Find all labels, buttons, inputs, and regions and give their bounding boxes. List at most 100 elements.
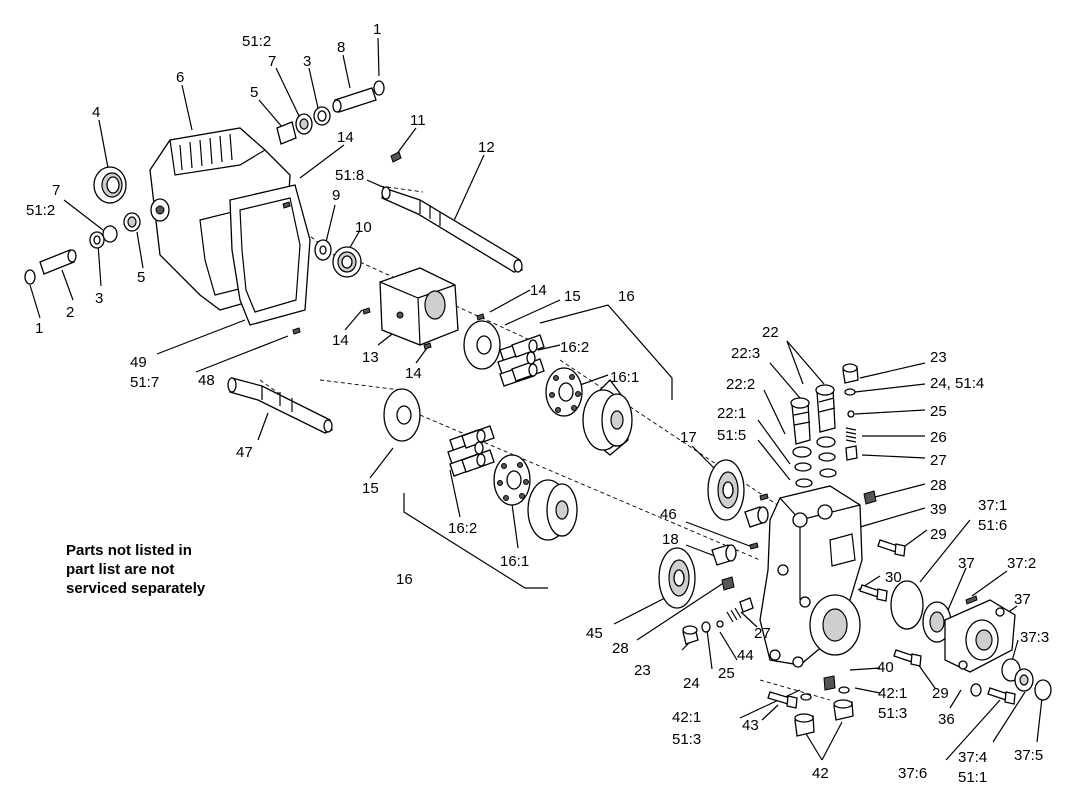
bolt-part-29-upper bbox=[877, 539, 906, 557]
bolt-part-29-lower bbox=[893, 649, 922, 667]
label-51-7: 51:7 bbox=[130, 374, 159, 391]
label-14-right: 14 bbox=[530, 282, 547, 299]
label-7-left: 7 bbox=[52, 182, 60, 199]
label-3-top: 3 bbox=[303, 53, 311, 70]
label-3-left: 3 bbox=[95, 290, 103, 307]
label-37-top: 37 bbox=[958, 555, 975, 572]
leader-lines bbox=[29, 37, 1043, 761]
swash-plate-part-13 bbox=[379, 267, 459, 346]
bolt-part-37-6 bbox=[987, 687, 1016, 705]
label-37-right: 37 bbox=[1014, 591, 1031, 608]
label-5-top: 5 bbox=[250, 84, 258, 101]
label-14-lower: 14 bbox=[405, 365, 422, 382]
top-shaft-parts bbox=[276, 80, 385, 145]
label-17: 17 bbox=[680, 429, 697, 446]
label-4: 4 bbox=[92, 104, 100, 121]
label-27-lower: 27 bbox=[754, 625, 771, 642]
label-44: 44 bbox=[737, 647, 754, 664]
service-note: Parts not listed in part list are not se… bbox=[66, 541, 296, 598]
label-14-top: 14 bbox=[337, 129, 354, 146]
label-9: 9 bbox=[332, 187, 340, 204]
label-2: 2 bbox=[66, 304, 74, 321]
service-note-line-2: part list are not bbox=[66, 561, 175, 578]
valve-plate-part-45 bbox=[658, 547, 696, 609]
label-22: 22 bbox=[762, 324, 779, 341]
label-51-3-left: 51:3 bbox=[672, 731, 701, 748]
label-11: 11 bbox=[410, 112, 426, 129]
seat-part-27-top bbox=[845, 445, 858, 461]
label-22-2: 22:2 bbox=[726, 376, 755, 393]
label-37-4: 37:4 bbox=[958, 749, 987, 766]
bearing-part-10 bbox=[332, 246, 362, 278]
plug-part-42-left bbox=[794, 713, 815, 737]
thrust-plate-part-15-upper bbox=[463, 320, 501, 370]
bushing-upper-near-17 bbox=[744, 506, 769, 528]
retaining-ring-part-1-left bbox=[24, 269, 36, 285]
label-24-lower: 24 bbox=[683, 675, 700, 692]
part-number-labels: 1 8 51:2 7 3 5 6 4 11 12 14 51:8 9 10 7 … bbox=[26, 21, 1049, 786]
label-26: 26 bbox=[930, 429, 947, 446]
label-40: 40 bbox=[877, 659, 894, 676]
label-16-2-lower: 16:2 bbox=[448, 520, 477, 537]
label-29-lower: 29 bbox=[932, 685, 949, 702]
label-36: 36 bbox=[938, 711, 955, 728]
valve-plate-part-17 bbox=[707, 459, 745, 521]
ball-part-25-lower bbox=[716, 620, 724, 628]
pistons-part-16-2-upper bbox=[497, 334, 545, 387]
circlip-part-37-5 bbox=[1034, 679, 1052, 701]
label-51-2-left: 51:2 bbox=[26, 202, 55, 219]
label-51-6: 51:6 bbox=[978, 517, 1007, 534]
label-16-2-top: 16:2 bbox=[560, 339, 589, 356]
label-25-top: 25 bbox=[930, 403, 947, 420]
label-13: 13 bbox=[362, 349, 379, 366]
label-39: 39 bbox=[930, 501, 947, 518]
plug-part-23-lower bbox=[682, 625, 699, 645]
label-15-lower: 15 bbox=[362, 480, 379, 497]
o-ring-part-24-top bbox=[844, 388, 856, 396]
o-ring-part-24-lower bbox=[701, 621, 711, 633]
label-49: 49 bbox=[130, 354, 147, 371]
label-42-1-left: 42:1 bbox=[672, 709, 701, 726]
label-37-1: 37:1 bbox=[978, 497, 1007, 514]
label-18: 18 bbox=[662, 531, 679, 548]
key-part-37-2 bbox=[965, 595, 978, 605]
label-6: 6 bbox=[176, 69, 184, 86]
key-part-11 bbox=[390, 151, 402, 163]
cylinder-block-lower bbox=[527, 479, 578, 541]
label-12: 12 bbox=[478, 139, 495, 156]
seal-ring-part-42-1-right bbox=[838, 686, 850, 694]
label-16-1-top: 16:1 bbox=[610, 369, 639, 386]
dowel-pins-part-14 bbox=[282, 201, 485, 350]
label-37-3: 37:3 bbox=[1020, 629, 1049, 646]
spring-part-44 bbox=[726, 607, 742, 623]
charge-pump-housing-part-37 bbox=[944, 599, 1016, 673]
label-10: 10 bbox=[355, 219, 372, 236]
pistons-part-16-2-lower bbox=[447, 425, 495, 477]
drive-shaft-part-12 bbox=[381, 186, 523, 273]
label-51-1: 51:1 bbox=[958, 769, 987, 786]
label-22-1: 22:1 bbox=[717, 405, 746, 422]
valve-cartridge-part-22-left bbox=[790, 397, 811, 445]
pin-part-46 bbox=[749, 493, 769, 550]
label-8: 8 bbox=[337, 39, 345, 56]
label-1-left: 1 bbox=[35, 320, 43, 337]
ball-part-25-top bbox=[847, 410, 855, 418]
pin-part-2 bbox=[39, 249, 77, 275]
gasket-part-14 bbox=[229, 184, 311, 326]
plug-part-40 bbox=[823, 675, 836, 691]
label-1-top: 1 bbox=[373, 21, 381, 38]
shaft-part-47 bbox=[227, 377, 333, 434]
label-29-upper: 29 bbox=[930, 526, 947, 543]
seal-part-9 bbox=[314, 239, 332, 261]
retainer-plate-part-16-1-lower bbox=[493, 454, 531, 506]
end-cover-part-39 bbox=[759, 485, 863, 668]
label-16-1-lower: 16:1 bbox=[500, 553, 529, 570]
seat-part-27-lower bbox=[739, 597, 754, 613]
label-30: 30 bbox=[885, 569, 902, 586]
label-37-6: 37:6 bbox=[898, 765, 927, 782]
label-42: 42 bbox=[812, 765, 829, 782]
label-14-left: 14 bbox=[332, 332, 349, 349]
o-rings-part-22-sub bbox=[792, 436, 837, 488]
